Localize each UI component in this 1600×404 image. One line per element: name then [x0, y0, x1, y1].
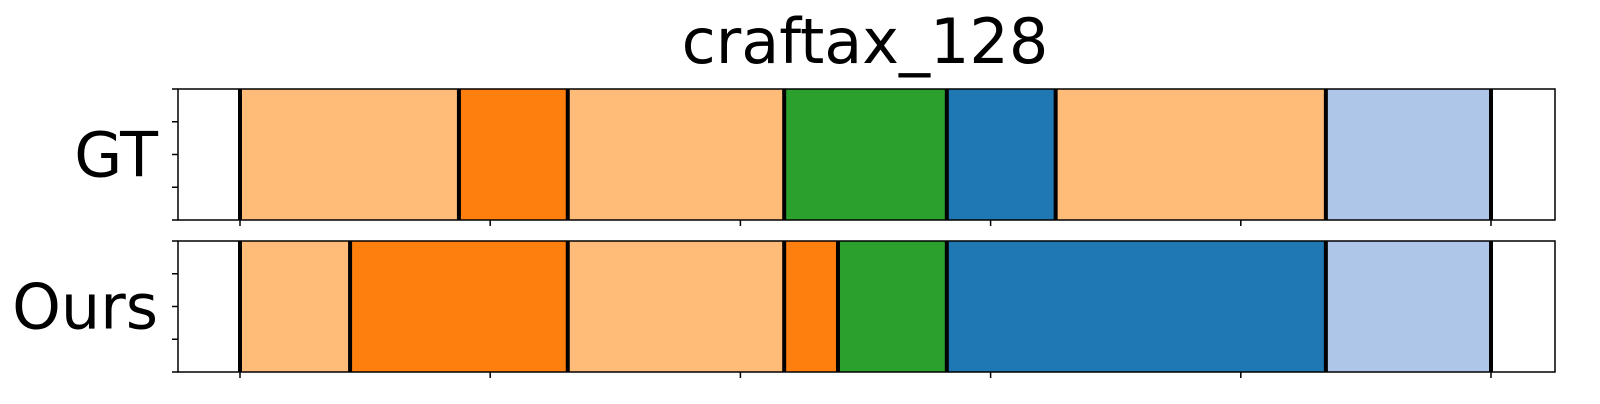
- segment-ours-5: [946, 241, 1326, 372]
- segment-ours-4: [837, 241, 947, 372]
- segment-gt-3: [784, 89, 947, 220]
- segment-ours-3: [784, 241, 838, 372]
- row-label-ours: Ours: [12, 271, 158, 344]
- segment-ours-6: [1325, 241, 1491, 372]
- segment-gt-4: [946, 89, 1056, 220]
- segment-ours-2: [567, 241, 785, 372]
- panels: GT Ours: [12, 88, 1556, 378]
- segment-gt-5: [1055, 89, 1326, 220]
- segment-ours-0: [240, 241, 351, 372]
- segment-ours-1: [350, 241, 568, 372]
- segment-gt-2: [567, 89, 785, 220]
- segment-gt-6: [1325, 89, 1491, 220]
- panel-ours: Ours: [12, 240, 1556, 378]
- segment-gt-1: [458, 89, 568, 220]
- row-label-gt: GT: [74, 119, 159, 192]
- panel-gt: GT: [74, 88, 1556, 226]
- segment-gt-0: [240, 89, 459, 220]
- chart-title: craftax_128: [682, 5, 1049, 78]
